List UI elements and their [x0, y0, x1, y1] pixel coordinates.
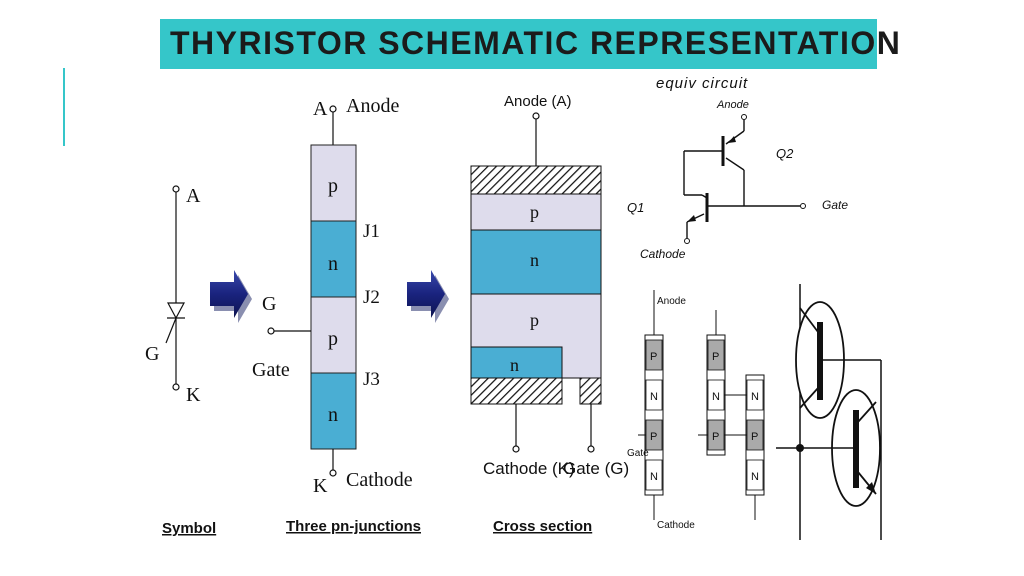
layer-label: n: [328, 253, 338, 275]
anode-terminal: [172, 185, 180, 193]
q1-label: Q1: [627, 200, 644, 215]
tt-left-label: P: [712, 351, 719, 363]
cs-layer-label: n: [530, 250, 539, 270]
cathode-label: Cathode: [346, 469, 413, 491]
tt-stack-label: P: [650, 351, 657, 363]
tt-left-label: N: [712, 391, 720, 403]
page-title: THYRISTOR SCHEMATIC REPRESENTATION: [170, 25, 902, 61]
cs-gate-label: Gate (G): [563, 459, 629, 478]
layer-label: p: [328, 328, 338, 350]
layer-p1: [310, 144, 357, 222]
equiv-cathode-label: Cathode: [640, 247, 686, 261]
gate-label: Gate: [252, 359, 290, 381]
gate-contact: [579, 377, 602, 405]
cs-layer-label: n: [510, 355, 519, 375]
gate-lead: [165, 317, 177, 344]
anode-letter: A: [313, 98, 328, 120]
title-banner: THYRISTOR SCHEMATIC REPRESENTATION: [160, 19, 900, 69]
pn-junction-stack: p n p n A Anode J1 J2 J3 G Gate K Cathod…: [252, 95, 413, 497]
cs-layer-p1: [470, 193, 602, 231]
tt-stack-label: P: [650, 431, 657, 443]
tt-right-label: N: [751, 471, 759, 483]
cs-layer-n1: [470, 229, 602, 295]
cs-cathode-label: Cathode (K): [483, 459, 575, 478]
tt-gate-label: Gate: [627, 448, 649, 459]
layer-label: p: [328, 175, 338, 197]
layer-n1: [310, 220, 357, 298]
two-transistor-model: Anode P N P N Gate Cathode P N P N P N: [627, 290, 765, 531]
tt-stack-label: N: [650, 391, 658, 403]
side-accent-line: [63, 68, 65, 146]
anode-contact: [470, 165, 602, 195]
arrow-right-icon: [210, 270, 252, 323]
junction-label-j2: J2: [363, 287, 380, 308]
q2-label: Q2: [776, 146, 794, 161]
layer-label: n: [328, 404, 338, 426]
tt-right-label: P: [751, 431, 758, 443]
tt-right-label: N: [751, 391, 759, 403]
cs-layer-label: p: [530, 310, 539, 330]
equiv-gate-label: Gate: [822, 198, 848, 212]
junction-label-j3: J3: [363, 369, 380, 390]
anode-label: Anode: [346, 95, 399, 117]
equivalent-circuit: equiv circuit Anode Q2 Q1 Gate Cathode: [627, 75, 848, 261]
symbol-caption: Symbol: [162, 520, 216, 537]
junction-label-j1: J1: [363, 221, 380, 242]
cathode-letter: K: [313, 475, 328, 497]
tt-cathode-label: Cathode: [657, 520, 695, 531]
diode-triangle: [167, 302, 185, 320]
cs-layer-n2: [470, 346, 563, 379]
cs-anode-label: Anode (A): [504, 93, 572, 110]
tt-left-label: P: [712, 431, 719, 443]
cross-section-caption: Cross section: [493, 518, 592, 535]
thyristor-symbol: A G K: [145, 185, 201, 406]
equiv-title: equiv circuit: [656, 75, 748, 92]
tt-stack-label: N: [650, 471, 658, 483]
transistor-pair-icon: [776, 284, 882, 540]
layer-p2: [310, 296, 357, 374]
gate-letter: G: [262, 293, 276, 315]
tt-anode-label: Anode: [657, 296, 686, 307]
arrow-right-icon: [407, 270, 449, 323]
cathode-terminal: [172, 383, 180, 391]
cs-layer-label: p: [530, 202, 539, 222]
symbol-anode-letter: A: [186, 185, 201, 207]
cathode-contact: [470, 377, 563, 405]
equiv-anode-label: Anode: [716, 99, 749, 111]
junctions-caption: Three pn-junctions: [286, 518, 421, 535]
symbol-cathode-letter: K: [186, 384, 201, 406]
layer-n2: [310, 372, 357, 450]
cross-section: Anode (A) p n p n Cathode (K) Gate (G): [470, 93, 629, 478]
symbol-gate-letter: G: [145, 343, 159, 365]
